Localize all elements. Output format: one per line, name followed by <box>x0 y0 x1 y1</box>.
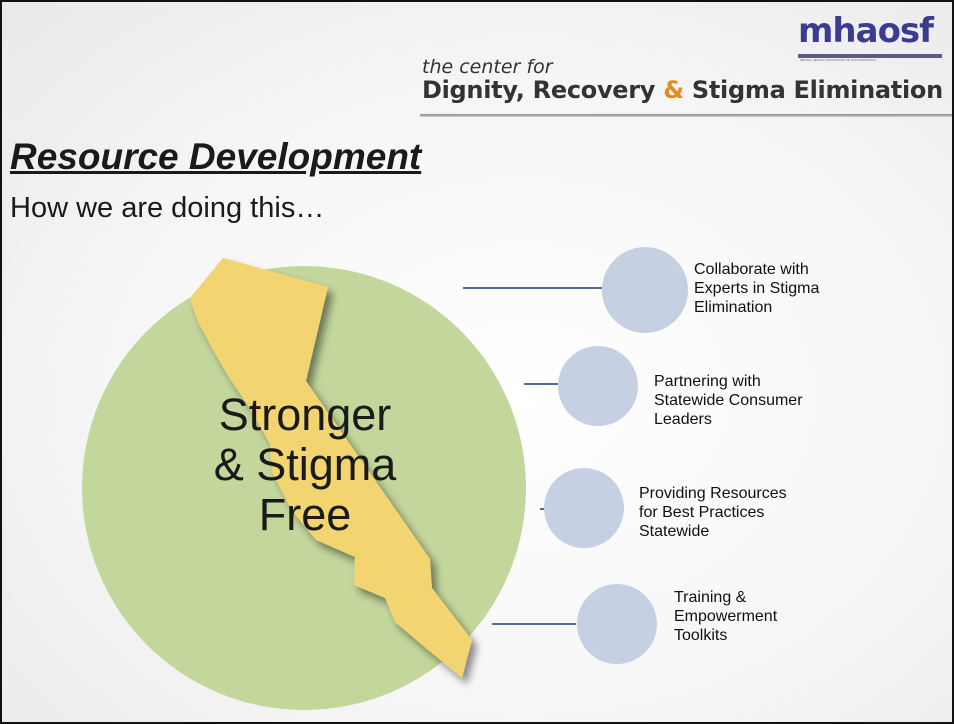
tagline-small: the center for <box>422 56 553 78</box>
slide-subtitle: How we are doing this… <box>10 192 325 224</box>
logo-underline <box>798 54 942 58</box>
item-label-providing: Providing Resources for Best Practices S… <box>639 484 787 541</box>
item-label-line: for Best Practices <box>639 504 765 521</box>
item-label-line: Toolkits <box>674 627 728 644</box>
item-label-line: Statewide Consumer <box>654 392 803 409</box>
item-label-line: Partnering with <box>654 373 761 390</box>
item-label-line: Collaborate with <box>694 261 809 278</box>
center-label-line: Free <box>258 489 352 540</box>
brand-divider <box>420 114 952 117</box>
logo-subtext: MENTAL HEALTH ASSOCIATION OF SAN FRANCIS… <box>800 58 876 62</box>
item-label-line: Leaders <box>654 411 712 428</box>
item-node-circle <box>558 346 638 426</box>
item-label-line: Empowerment <box>674 608 778 625</box>
brand-header: mhaosf MENTAL HEALTH ASSOCIATION OF SAN … <box>2 2 952 132</box>
tagline-part1: Dignity, Recovery <box>422 76 664 104</box>
tagline-ampersand: & <box>663 76 684 104</box>
item-node-circle <box>544 468 624 548</box>
item-node-circle <box>577 584 657 664</box>
center-label: Stronger & Stigma Free <box>180 390 430 540</box>
item-label-line: Providing Resources <box>639 485 787 502</box>
item-label-line: Statewide <box>639 523 710 540</box>
item-label-collaborate: Collaborate with Experts in Stigma Elimi… <box>694 260 819 317</box>
item-label-line: Training & <box>674 589 747 606</box>
tagline-part2: Stigma Elimination <box>683 76 943 104</box>
item-label-line: Experts in Stigma <box>694 280 820 297</box>
item-label-partnering: Partnering with Statewide Consumer Leade… <box>654 372 803 429</box>
slide-title: Resource Development <box>10 136 422 177</box>
center-label-line: & Stigma <box>213 439 397 490</box>
item-label-line: Elimination <box>694 299 773 316</box>
center-label-line: Stronger <box>218 389 392 440</box>
mhaosf-logo: mhaosf <box>798 11 934 51</box>
tagline-main: Dignity, Recovery & Stigma Elimination <box>422 76 943 104</box>
item-node-circle <box>602 247 688 333</box>
california-shape-icon <box>190 258 472 678</box>
item-label-training: Training & Empowerment Toolkits <box>674 588 777 645</box>
